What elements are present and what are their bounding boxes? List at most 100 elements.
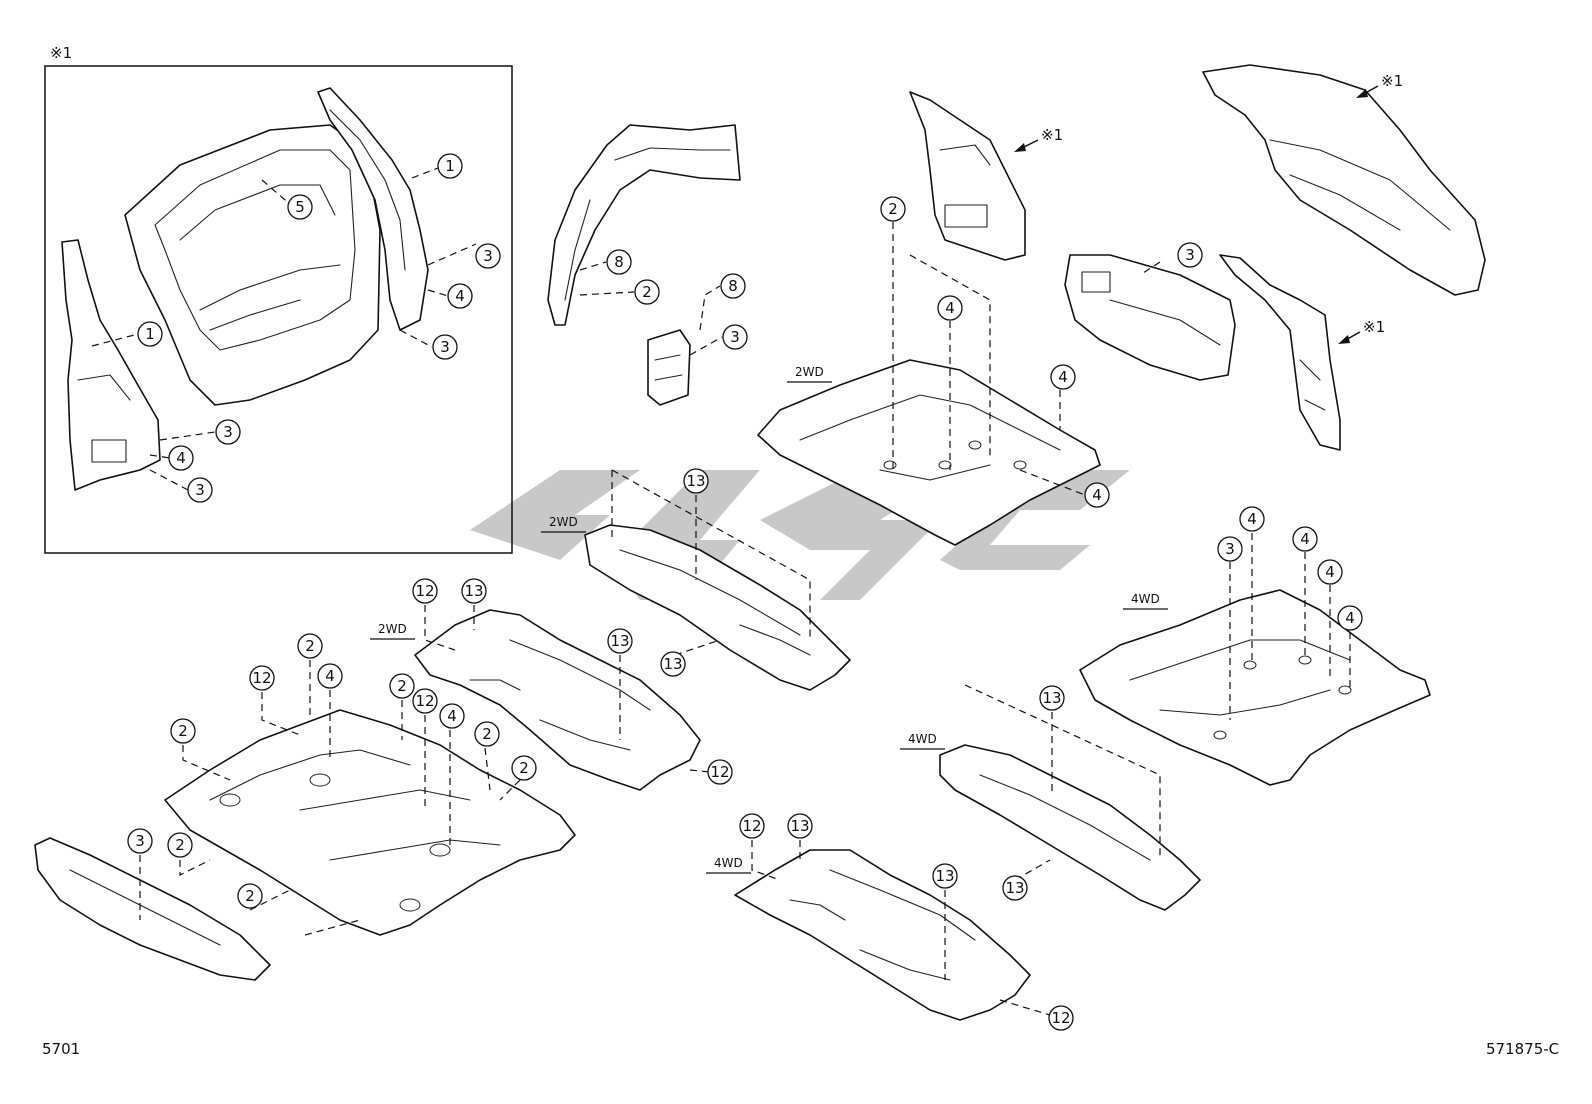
callout: 8 (720, 273, 746, 299)
svg-text:2: 2 (178, 722, 188, 740)
callout: 3 (1217, 536, 1243, 562)
drive-labels: 2WD 2WD 2WD 4WD 4WD 4WD (370, 365, 1168, 874)
quarter-inner-panel (909, 91, 1026, 261)
callout: 13 (1002, 875, 1028, 901)
callout: 12 (707, 759, 733, 785)
callout: 2 (474, 721, 500, 747)
svg-text:12: 12 (710, 763, 729, 781)
callout: 2 (297, 633, 323, 659)
drive-label-4wd-rear-floor: 4WD (1123, 592, 1168, 610)
center-floor-4wd (734, 849, 1031, 1021)
rear-pillar-right (317, 87, 429, 331)
rear-side-brace (1219, 254, 1341, 451)
svg-text:5: 5 (295, 198, 305, 216)
callout: 2 (389, 673, 415, 699)
svg-text:4: 4 (447, 707, 457, 725)
callout: 8 (606, 249, 632, 275)
svg-text:13: 13 (935, 867, 954, 885)
svg-text:3: 3 (135, 832, 145, 850)
wheel-house-arch (547, 124, 741, 326)
svg-text:13: 13 (1005, 879, 1024, 897)
svg-text:4: 4 (325, 667, 335, 685)
svg-text:3: 3 (1185, 246, 1195, 264)
note-arrow-quarter: ※1 (1014, 126, 1063, 152)
svg-text:※1: ※1 (1363, 318, 1385, 336)
callout: 4 (1292, 526, 1318, 552)
illustration-number: 5701 (42, 1040, 81, 1058)
svg-text:4: 4 (455, 287, 465, 305)
callout: 5 (287, 194, 313, 220)
rear-reinforcement (1064, 254, 1236, 381)
callout: 12 (412, 688, 438, 714)
callout: 2 (511, 755, 537, 781)
svg-text:13: 13 (610, 632, 629, 650)
svg-text:2: 2 (175, 836, 185, 854)
callout: 12 (412, 578, 438, 604)
svg-text:2: 2 (888, 200, 898, 218)
back-panel-upper (1202, 64, 1486, 296)
center-floor-2wd (414, 609, 701, 791)
svg-text:2: 2 (519, 759, 529, 777)
front-floor-main (164, 709, 576, 936)
rear-pillar-left (61, 239, 161, 491)
svg-text:2: 2 (305, 637, 315, 655)
svg-text:1: 1 (145, 325, 155, 343)
dash-cross-member (34, 837, 271, 981)
svg-text:2: 2 (482, 725, 492, 743)
svg-text:13: 13 (663, 655, 682, 673)
callout: 4 (1317, 559, 1343, 585)
svg-text:4: 4 (1058, 368, 1068, 386)
callout: 13 (787, 813, 813, 839)
svg-text:4: 4 (1300, 530, 1310, 548)
note-arrows: ※1 ※1 ※1 (1014, 72, 1403, 344)
svg-text:4WD: 4WD (908, 732, 937, 746)
svg-text:2WD: 2WD (378, 622, 407, 636)
callout: 12 (739, 813, 765, 839)
svg-text:4: 4 (176, 449, 186, 467)
svg-text:3: 3 (483, 247, 493, 265)
callout: 13 (607, 628, 633, 654)
svg-text:※1: ※1 (1041, 126, 1063, 144)
note-arrow-side-brace: ※1 (1338, 318, 1385, 344)
svg-text:8: 8 (728, 277, 738, 295)
callout: 4 (1050, 364, 1076, 390)
callout: 4 (1239, 506, 1265, 532)
svg-text:12: 12 (415, 582, 434, 600)
figure-code: 571875-C (1486, 1040, 1560, 1058)
svg-text:13: 13 (686, 472, 705, 490)
svg-text:2: 2 (642, 283, 652, 301)
callout: 4 (937, 295, 963, 321)
callout: 2 (170, 718, 196, 744)
callout: 1 (437, 153, 463, 179)
callout: 13 (1039, 685, 1065, 711)
callout: 3 (475, 243, 501, 269)
drive-label-2wd-rear-floor: 2WD (787, 365, 832, 383)
back-door-frame (124, 124, 381, 406)
svg-text:4WD: 4WD (1131, 592, 1160, 606)
callout: 13 (932, 863, 958, 889)
cross-member-4wd (939, 744, 1201, 911)
svg-text:※1: ※1 (1381, 72, 1403, 90)
callout: 3 (432, 334, 458, 360)
leader-lines (91, 167, 1351, 1016)
callout: 4 (1084, 482, 1110, 508)
callout: 12 (1048, 1005, 1074, 1031)
callout-markers: 1 5 3 4 3 1 3 4 3 8 2 8 3 2 4 4 4 3 13 1… (127, 153, 1363, 1031)
svg-text:4: 4 (1325, 563, 1335, 581)
rear-floor-pan-4wd (1079, 589, 1431, 786)
svg-text:2WD: 2WD (549, 515, 578, 529)
svg-text:2: 2 (397, 677, 407, 695)
rear-floor-pan-2wd (757, 359, 1101, 546)
callout: 4 (439, 703, 465, 729)
callout: 3 (215, 419, 241, 445)
callout: 2 (237, 883, 263, 909)
svg-text:3: 3 (195, 481, 205, 499)
note-arrow-back-panel: ※1 (1356, 72, 1403, 98)
svg-text:3: 3 (440, 338, 450, 356)
small-bracket (647, 329, 691, 406)
svg-text:12: 12 (252, 669, 271, 687)
callout: 4 (168, 445, 194, 471)
cross-member-2wd (584, 524, 851, 691)
